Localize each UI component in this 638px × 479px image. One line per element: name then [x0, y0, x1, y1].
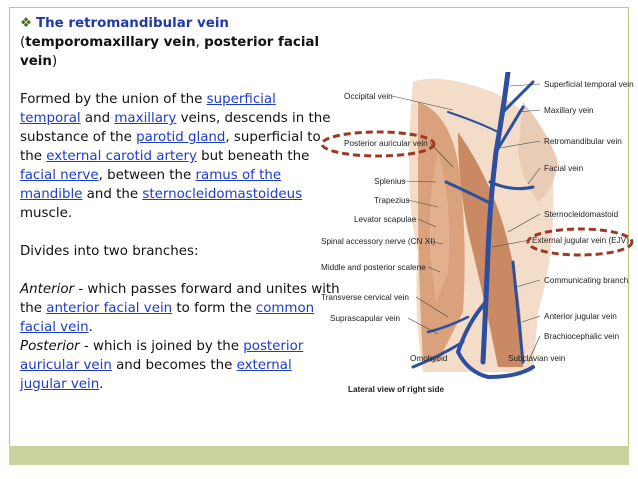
label-superficial-temporal-vein: Superficial temporal vein — [544, 80, 634, 89]
heading-title: The retromandibular vein — [36, 16, 229, 31]
footer-bar — [9, 446, 629, 465]
paragraph-branches: Divides into two branches: — [20, 244, 199, 259]
ear-jaw-shape — [518, 102, 558, 202]
right-labels: Superficial temporal vein Maxillary vein… — [508, 80, 634, 363]
paragraph-anterior: Anterior - which passes forward and unit… — [20, 282, 340, 335]
paragraph-posterior: Posterior - which is joined by the poste… — [20, 339, 304, 392]
label-occipital-vein: Occipital vein — [344, 92, 393, 101]
link-ramus-of-mandible[interactable]: ramus of the mandible — [20, 168, 282, 202]
diamond-bullet-icon: ❖ — [20, 16, 33, 31]
highlight-oval-posterior-auricular — [320, 130, 436, 158]
link-external-carotid-artery[interactable]: external carotid artery — [46, 149, 197, 164]
vein-network — [411, 69, 535, 380]
label-trapezius: Trapezius — [374, 196, 410, 205]
link-common-facial-vein[interactable]: common facial vein — [20, 301, 315, 335]
label-suprascapular-vein: Suprascapular vein — [330, 314, 401, 323]
paragraph-formation: Formed by the union of the superficial t… — [20, 92, 331, 221]
label-retromandibular-vein: Retromandibular vein — [544, 137, 622, 146]
label-anterior-jugular-vein: Anterior jugular vein — [544, 312, 617, 321]
label-splenius: Splenius — [374, 177, 405, 186]
slide-heading: ❖The retromandibular vein — [20, 14, 340, 33]
leader-lines — [391, 83, 541, 363]
label-spinal-accessory-nerve: Spinal accessory nerve (CN XI) — [321, 237, 435, 246]
heading-subtitle: (temporomaxillary vein, posterior facial… — [20, 35, 320, 69]
link-parotid-gland[interactable]: parotid gland — [136, 130, 226, 145]
link-maxillary[interactable]: maxillary — [114, 111, 177, 126]
label-subclavian-vein: Subclavian vein — [508, 354, 566, 363]
link-facial-nerve[interactable]: facial nerve — [20, 168, 99, 183]
link-posterior-auricular-vein[interactable]: posterior auricular vein — [20, 339, 304, 373]
figure-caption: Lateral view of right side — [348, 385, 444, 394]
label-sternocleidomastoid: Sternocleidomastoid — [544, 210, 619, 219]
anatomy-figure: Occipital vein Posterior auricular vein … — [318, 69, 638, 402]
label-facial-vein: Facial vein — [544, 164, 584, 173]
label-posterior-auricular-vein: Posterior auricular vein — [344, 139, 428, 148]
label-transverse-cervical-vein: Transverse cervical vein — [321, 293, 409, 302]
label-levator-scapulae: Levator scapulae — [354, 215, 417, 224]
splenius-muscle-shape — [429, 152, 450, 302]
link-sternocleidomastoideus[interactable]: sternocleidomastoideus — [142, 187, 303, 202]
label-communicating-branch: Communicating branch — [544, 276, 629, 285]
link-superficial-temporal[interactable]: superficial temporal — [20, 92, 276, 126]
neck-veins-illustration: Occipital vein Posterior auricular vein … — [320, 69, 634, 394]
left-labels: Occipital vein Posterior auricular vein … — [321, 92, 448, 363]
link-anterior-facial-vein[interactable]: anterior facial vein — [46, 301, 173, 316]
highlight-oval-external-jugular — [526, 227, 634, 257]
label-maxillary-vein: Maxillary vein — [544, 106, 594, 115]
label-omohyoid: Omohyoid — [410, 354, 448, 363]
label-external-jugular-vein: External jugular vein (EJV) — [532, 236, 629, 245]
link-external-jugular-vein[interactable]: external jugular vein — [20, 358, 292, 392]
label-middle-posterior-scalene: Middle and posterior scalene — [321, 263, 426, 272]
label-brachiocephalic-vein: Brachiocephalic vein — [544, 332, 620, 341]
text-column: ❖The retromandibular vein (temporomaxill… — [20, 14, 340, 394]
